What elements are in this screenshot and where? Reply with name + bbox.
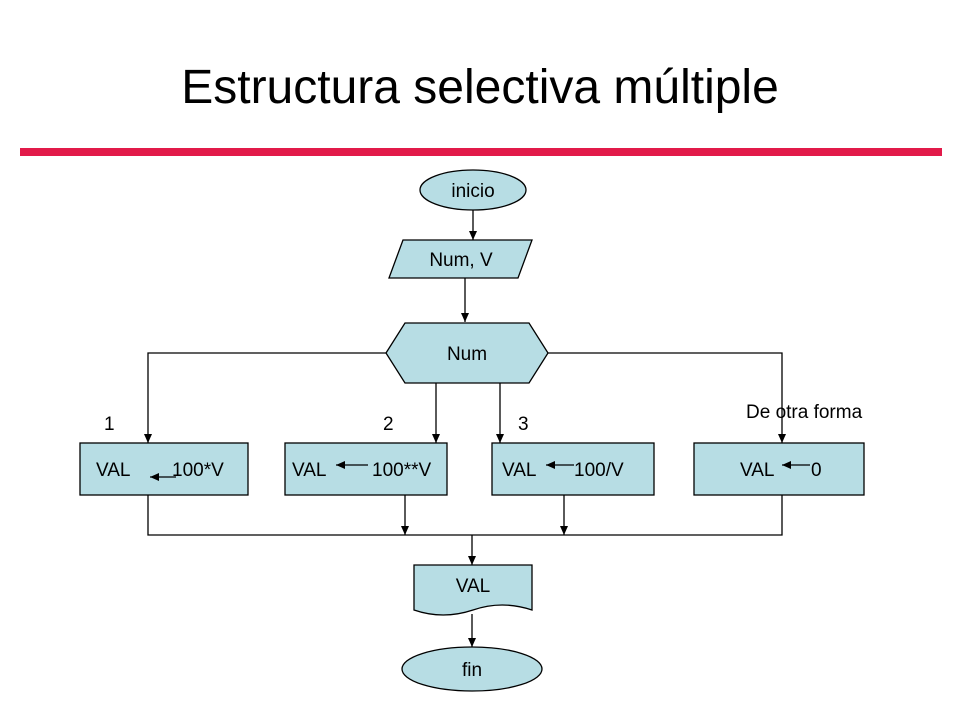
- input-label: Num, V: [429, 250, 493, 271]
- case-box-1: VAL 100*V: [79, 442, 249, 496]
- branch-label-2: 2: [383, 414, 394, 435]
- branch-label-1: 1: [104, 414, 115, 435]
- connector-case-default-to-merge: [472, 495, 783, 536]
- slide-title: Estructura selectiva múltiple: [181, 61, 779, 114]
- connector-case-1-to-merge: [147, 495, 472, 536]
- case-3-target: VAL: [502, 460, 537, 481]
- title-rule: [20, 148, 942, 156]
- branch-label-default: De otra forma: [746, 402, 863, 423]
- case-box-default: VAL 0: [693, 442, 865, 496]
- end-label: fin: [462, 660, 482, 681]
- case-1-value: 100*V: [172, 460, 224, 481]
- decision-label: Num: [447, 344, 487, 365]
- case-2-target: VAL: [292, 460, 327, 481]
- decision-box: [385, 322, 549, 384]
- output-label: VAL: [456, 576, 491, 597]
- start-label: inicio: [451, 181, 494, 202]
- output-document: [413, 564, 533, 616]
- case-3-value: 100/V: [574, 460, 624, 481]
- case-2-value: 100**V: [372, 460, 431, 481]
- connector-decision-to-case-default: [548, 352, 786, 443]
- connectors: [144, 210, 786, 647]
- case-default-target: VAL: [740, 460, 775, 481]
- case-default-value: 0: [811, 460, 822, 481]
- case-box-3: VAL 100/V: [491, 442, 655, 496]
- connector-decision-to-case-1: [144, 352, 386, 443]
- case-1-target: VAL: [96, 460, 131, 481]
- input-box: [388, 239, 533, 279]
- case-box-2: VAL 100**V: [284, 442, 448, 496]
- start-terminal: [419, 169, 527, 211]
- end-terminal: [401, 646, 543, 692]
- branch-label-3: 3: [518, 414, 529, 435]
